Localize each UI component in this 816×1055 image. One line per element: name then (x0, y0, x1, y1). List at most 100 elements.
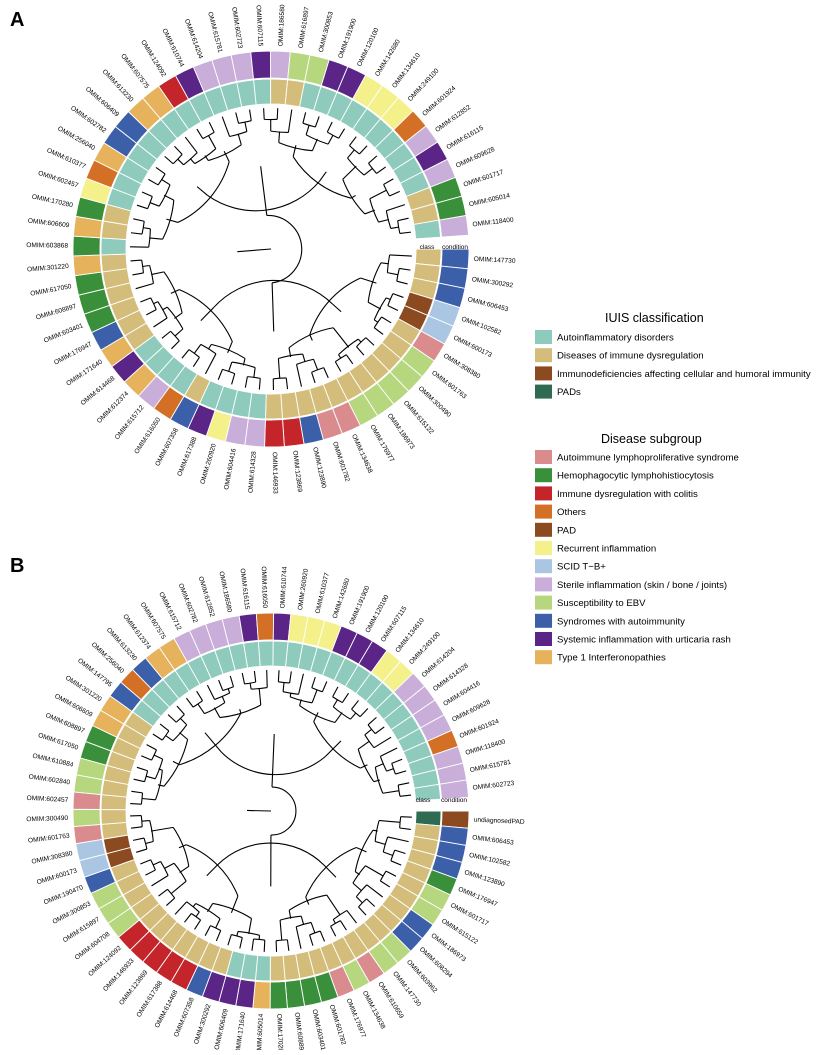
leaf-label: OMIM:601782 (331, 441, 351, 483)
legend-swatch-dys (535, 348, 552, 362)
tree-branch (391, 861, 401, 865)
tree-branch (306, 125, 309, 135)
leaf-label: OMIM:616115 (239, 568, 251, 610)
tree-branch (314, 359, 318, 370)
tree-branch (245, 377, 247, 388)
tree-branch (140, 298, 150, 302)
condition-ring-cell (265, 420, 285, 447)
leaf-label: OMIM:610884 (32, 753, 75, 769)
class-ring-cell (270, 955, 285, 981)
tree-branch (272, 734, 274, 787)
tree-branch (349, 137, 356, 146)
leaf-label: OMIM:606453 (467, 296, 510, 313)
tree-branch (333, 920, 335, 924)
tree-branch (388, 306, 398, 311)
tree-branch (242, 673, 244, 684)
leaf-label: OMIM:602457 (26, 795, 68, 804)
tree-branch (387, 273, 398, 275)
tree-branch (207, 865, 218, 876)
legend-swatch-colitis (535, 486, 552, 500)
tree-branch (367, 885, 383, 897)
tree-branch (197, 691, 203, 701)
tree-branch (193, 357, 199, 366)
leaf-label: OMIM:601717 (463, 169, 505, 189)
legend-label-recur: Recurrent inflammation (557, 544, 656, 555)
tree-branch (174, 146, 182, 154)
tree-branch (184, 913, 191, 922)
tree-branch (327, 122, 332, 132)
leaf-label: OMIM:607358 (173, 997, 196, 1039)
tree-branch (236, 112, 239, 123)
tree-branch (232, 374, 235, 385)
leaf-label: OMIM:601924 (421, 85, 457, 118)
tree-branch (164, 195, 174, 200)
tree-branch (314, 712, 318, 721)
tree-branch (162, 307, 167, 310)
tree-branch (205, 926, 210, 936)
tree-branch (324, 368, 329, 378)
tree-branch (299, 674, 304, 695)
leaf-label: OMIM:134638 (350, 433, 374, 474)
leaf-label: OMIM:609628 (451, 698, 492, 723)
tree-branch (312, 372, 316, 383)
condition-ring-cell (73, 255, 101, 276)
legend-label-urt: Systemic inflammation with urticaria ras… (557, 635, 731, 646)
leaf-label: OMIM:600173 (452, 335, 493, 360)
tree-branch (185, 137, 197, 153)
panel-b-circular-dendrogram: undiagnosedPADOMIM:606453OMIM:102582OMIM… (26, 566, 525, 1050)
leaf-label: OMIM:170280 (31, 193, 74, 209)
tree-branch (388, 837, 409, 842)
tree-branch (301, 916, 303, 925)
leaf-label: OMIM:147730 (474, 256, 516, 265)
tree-branch (398, 218, 409, 220)
leaf-label: OMIM:600173 (36, 867, 78, 886)
tree-branch (178, 159, 184, 165)
tree-branch (165, 156, 173, 163)
tree-branch (179, 732, 187, 739)
leaf-label: OMIM:602723 (230, 7, 243, 50)
tree-branch (208, 344, 211, 349)
condition-ring-cell (441, 249, 469, 269)
class-ring-tag: class (420, 244, 436, 251)
leaf-label: OMIM:176977 (345, 998, 367, 1040)
class-ring-tag: class (416, 797, 432, 804)
leaf-label: OMIM:608897 (44, 712, 85, 735)
tree-branch (327, 895, 340, 915)
tree-branch (370, 190, 387, 199)
tree-branch (254, 671, 255, 682)
tree-arc (271, 787, 296, 835)
leaf-label: OMIM:102582 (468, 852, 511, 868)
leaf-label: OMIM:610744 (279, 566, 288, 608)
leaf-label: OMIM:608897 (35, 303, 77, 322)
leaf-label: OMIM:256040 (56, 125, 96, 152)
leaf-label: OMIM:613230 (101, 68, 135, 103)
leaf-label: OMIM:176947 (457, 886, 499, 909)
tree-branch (261, 166, 267, 215)
tree-branch (384, 179, 394, 185)
leaf-label: OMIM:614468 (154, 989, 180, 1030)
tree-branch (339, 355, 341, 359)
tree-branch (182, 350, 189, 359)
leaf-label: OMIM:601763 (430, 369, 468, 400)
tree-branch (250, 110, 252, 121)
condition-ring-cell (441, 811, 469, 828)
tree-branch (164, 863, 174, 868)
tree-branch (222, 117, 229, 137)
tree-branch (277, 108, 278, 119)
tree-arc (267, 215, 302, 282)
tree-branch (142, 821, 150, 822)
legend-swatch-ifn (535, 650, 552, 664)
leaf-label: OMIM:301220 (27, 263, 70, 274)
tree-branch (272, 283, 274, 332)
tree-branch (240, 938, 242, 949)
tree-branch (145, 842, 153, 844)
tree-branch (145, 870, 155, 875)
tree-branch (379, 820, 400, 822)
tree-branch (399, 268, 410, 270)
leaf-label: OMIM:123890 (311, 446, 327, 489)
tree-branch (386, 205, 405, 211)
tree-branch (389, 191, 399, 196)
tree-branch (153, 861, 161, 864)
leaf-label: OMIM:614328 (248, 451, 258, 494)
